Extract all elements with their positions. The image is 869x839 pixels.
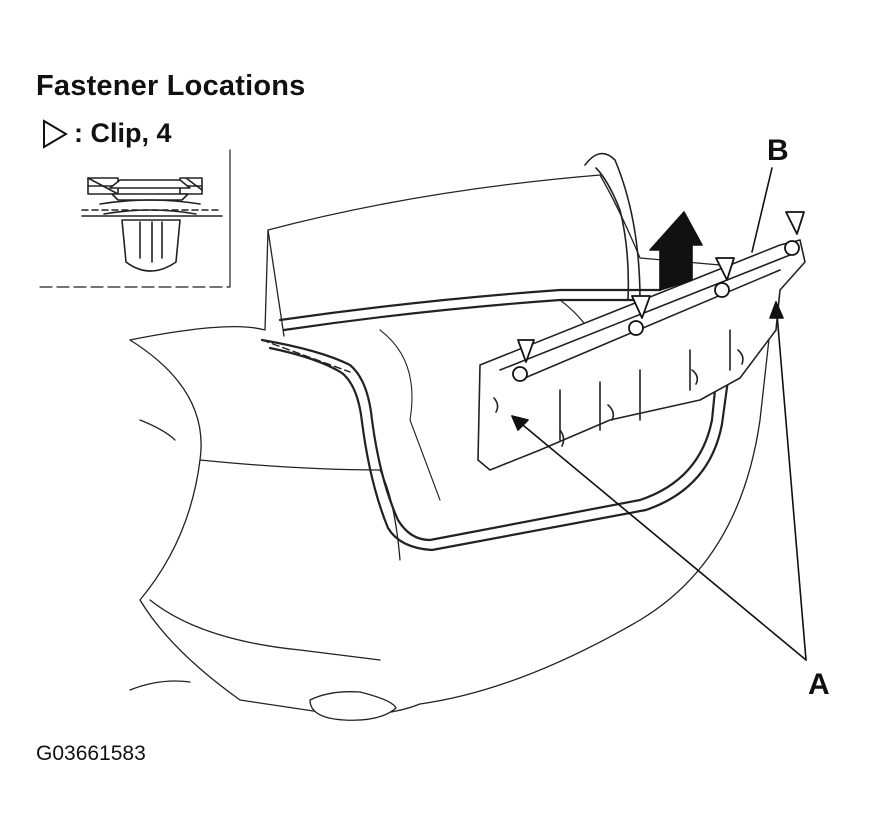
clip-marker-4	[785, 211, 805, 235]
figure-code: G03661583	[36, 742, 146, 765]
callout-a: A	[808, 668, 830, 701]
trunk-hinge	[584, 152, 641, 301]
page-title: Fastener Locations	[36, 70, 306, 102]
clip-markers	[512, 211, 805, 382]
clip-marker-1	[517, 339, 535, 363]
clip-marker-3	[715, 257, 735, 281]
clip-marker-2	[631, 295, 651, 319]
clip-triangle-icon	[43, 118, 68, 149]
weatherstrip	[260, 288, 730, 552]
legend-text: : Clip, 4	[74, 118, 172, 148]
callout-b: B	[767, 134, 789, 167]
remove-direction-arrow	[649, 211, 703, 291]
legend: : Clip, 4	[42, 118, 172, 149]
clip-detail-inset	[39, 149, 231, 288]
leader-lines	[511, 167, 807, 661]
